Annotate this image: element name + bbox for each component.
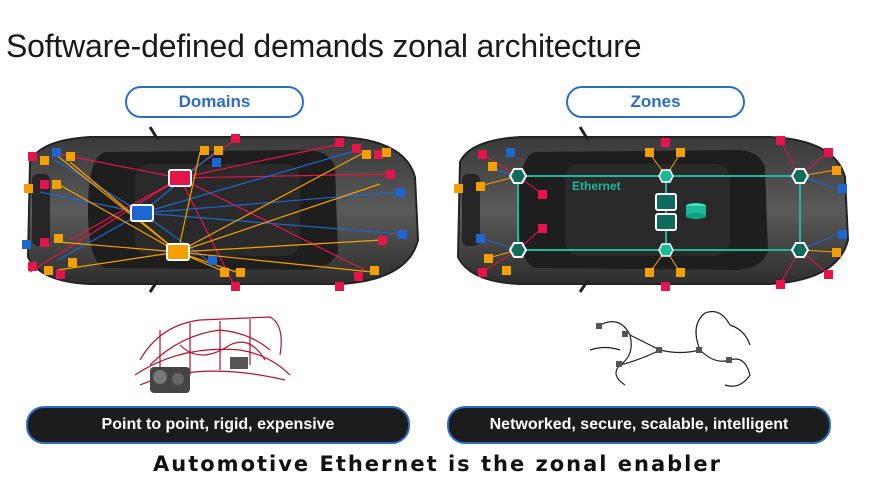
zone-controllers [508, 168, 810, 258]
zone-controller-front-left [508, 168, 528, 184]
ethernet-label: Ethernet [572, 179, 621, 193]
zone-controller-rear-right [790, 242, 810, 258]
car-body [456, 126, 850, 293]
central-compute [655, 169, 706, 257]
edge-ecus [22, 134, 407, 291]
zone-controller-front-right [508, 242, 528, 258]
point-to-point-wiring [29, 139, 403, 288]
orange-domain-controller [166, 243, 190, 261]
red-domain-controller [168, 169, 192, 187]
footer-tagline: Automotive Ethernet is the zonal enabler [153, 452, 722, 476]
domain-car-diagram [22, 126, 420, 293]
wiring-harness-image [134, 316, 291, 393]
zone-controller-rear-left [790, 168, 810, 184]
zones-caption: Networked, secure, scalable, intelligent [447, 406, 831, 444]
edge-ecus [454, 136, 847, 291]
page-title: Software-defined demands zonal architect… [6, 28, 642, 64]
domains-header: Domains [125, 86, 304, 118]
zones-header: Zones [566, 86, 745, 118]
blue-domain-controller [130, 204, 154, 222]
domains-caption: Point to point, rigid, expensive [26, 406, 410, 444]
zonal-harness-image [589, 310, 751, 387]
zonal-car-diagram: Ethernet [454, 126, 850, 293]
domain-controllers [130, 169, 192, 261]
